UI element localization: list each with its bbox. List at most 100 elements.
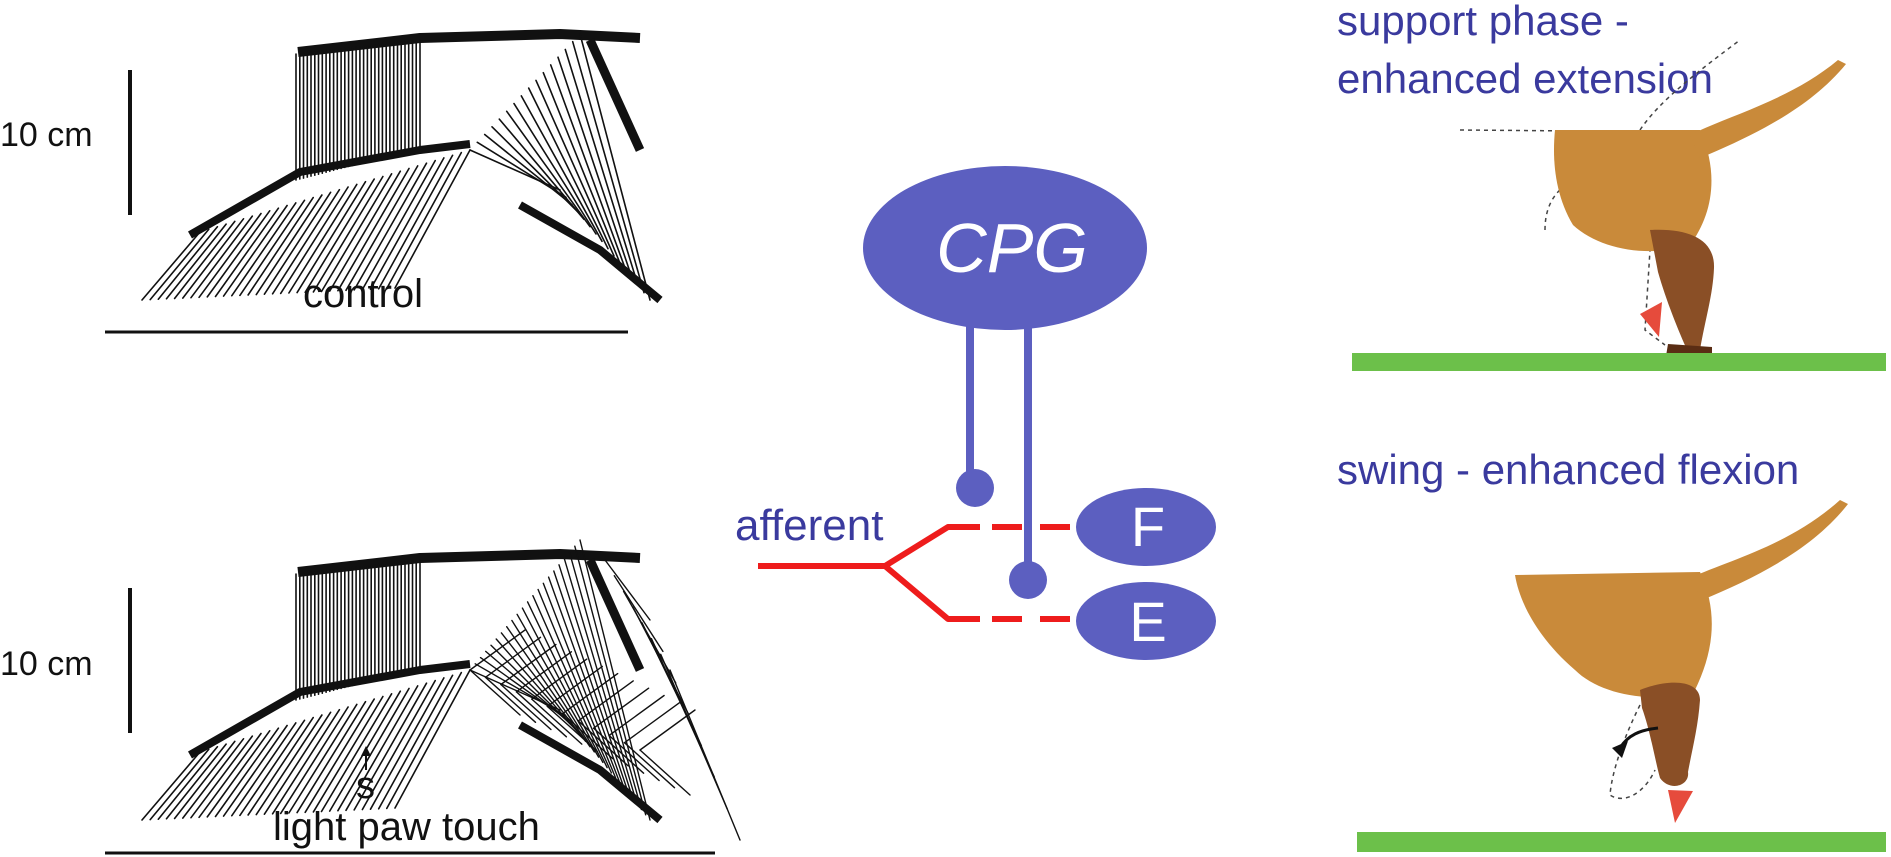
swing-stick: [564, 48, 639, 287]
shank-stick: [353, 162, 428, 291]
synapse-terminal-upper: [956, 469, 994, 507]
extensor-label: E: [1129, 590, 1166, 653]
shank-stick: [157, 225, 219, 301]
shank-stick: [296, 700, 367, 814]
perturbation-stick: [639, 709, 696, 751]
shank-stick: [182, 737, 245, 819]
cat-support-phase: support phase - enhanced extension: [1337, 0, 1886, 371]
perturbation-stick: [546, 665, 603, 708]
shank-stick: [263, 711, 332, 816]
shank-stick: [222, 204, 288, 297]
shank-stick: [263, 191, 332, 296]
perturbation-stick: [500, 643, 557, 686]
shank-stick: [353, 682, 428, 811]
shank-stick: [173, 740, 236, 820]
swing-trajectory-upper: [585, 38, 645, 152]
hip-trajectory: [297, 549, 641, 577]
caption-control: control: [303, 272, 423, 316]
synapse-terminal-lower: [1009, 561, 1047, 599]
afferent-label: afferent: [735, 501, 883, 550]
swing-title: swing - enhanced flexion: [1337, 446, 1799, 493]
swing-stick: [547, 576, 625, 790]
extensor-node: [1076, 582, 1216, 660]
scale-label-bottom: 10 cm: [0, 645, 93, 683]
perturbation-stick: [623, 702, 681, 744]
shank-stick: [247, 716, 315, 816]
perturbation-stick: [608, 694, 665, 737]
perturbation-stick: [639, 749, 691, 796]
perturbation-stick: [531, 658, 588, 700]
perturbation-stick: [669, 669, 741, 841]
shank-stick: [320, 173, 393, 293]
shank-stick: [328, 170, 402, 292]
afferent-branch-extensor: [883, 563, 980, 622]
shank-stick: [288, 183, 358, 294]
shank-stick: [345, 685, 419, 812]
perturbation-stick: [484, 636, 542, 678]
cat-body-swing: [1515, 572, 1712, 698]
cat-swing-phase: swing - enhanced flexion: [1337, 446, 1886, 852]
perturbation-stick: [613, 575, 664, 653]
swing-stick: [500, 632, 587, 743]
stimulus-marker-support: [1640, 302, 1662, 337]
shank-stick: [206, 729, 271, 818]
hip-trajectory: [297, 29, 641, 57]
swing-stick: [526, 601, 608, 769]
perturbation-stick: [500, 683, 552, 731]
cat-tail-swing: [1690, 500, 1848, 600]
swing-stick: [568, 551, 643, 811]
perturbation-stick: [562, 712, 614, 760]
perturbation-stick: [592, 727, 645, 774]
swing-stick: [542, 71, 621, 265]
stick-diagram-paw-touch: 10 cm s light paw touch: [0, 539, 741, 855]
shank-stick: [312, 695, 384, 813]
shank-stick: [141, 751, 201, 821]
flexor-node: [1076, 488, 1216, 566]
shank-stick: [288, 703, 358, 814]
shank-stick: [214, 727, 280, 818]
shank-stick: [198, 212, 262, 299]
shank-stick: [239, 199, 306, 297]
stim-marker-label: s: [356, 765, 375, 807]
swing-stick: [542, 582, 621, 784]
shank-stick: [182, 218, 245, 299]
cat-body: [1553, 130, 1712, 252]
support-title-line2: enhanced extension: [1337, 55, 1713, 102]
shank-stick: [239, 719, 306, 817]
shank-stick: [141, 231, 201, 301]
shank-stick: [190, 215, 254, 299]
swing-stick: [513, 102, 597, 235]
shank-stick: [377, 154, 454, 290]
swing-stick: [527, 87, 609, 250]
shank-stick: [271, 188, 341, 295]
shank-stick: [149, 748, 210, 821]
shank-stick: [255, 714, 323, 816]
perturbation-stick: [515, 651, 573, 693]
afferent-branch-flexor: [883, 524, 980, 569]
perturbation-stick: [592, 687, 650, 729]
shank-stick: [222, 724, 288, 817]
swing-stick: [557, 56, 633, 279]
stimulus-marker-swing: [1668, 790, 1693, 823]
swing-stick: [532, 595, 613, 774]
shank-stick: [337, 687, 410, 812]
support-title-line1: support phase -: [1337, 0, 1629, 44]
shank-stick: [377, 674, 454, 810]
shank-stick: [214, 207, 280, 298]
ground-swing: [1357, 832, 1886, 852]
cpg-circuit: CPG afferent F E: [735, 166, 1216, 660]
afferent-pathway: [758, 524, 1080, 622]
shank-stick: [337, 167, 410, 292]
perturbation-stick: [484, 676, 537, 723]
shank-stick: [206, 210, 271, 298]
shank-stick: [157, 745, 219, 821]
swing-trajectory-lower: [518, 721, 663, 824]
swing-trajectory-lower: [518, 201, 663, 304]
swing-stick: [491, 126, 579, 213]
swing-stick: [505, 110, 591, 228]
stick-figure-paw-touch: [141, 539, 741, 841]
perturbation-stick: [546, 705, 598, 753]
shank-stick: [231, 202, 297, 297]
shank-stick: [190, 735, 254, 819]
swing-stick: [553, 570, 630, 795]
